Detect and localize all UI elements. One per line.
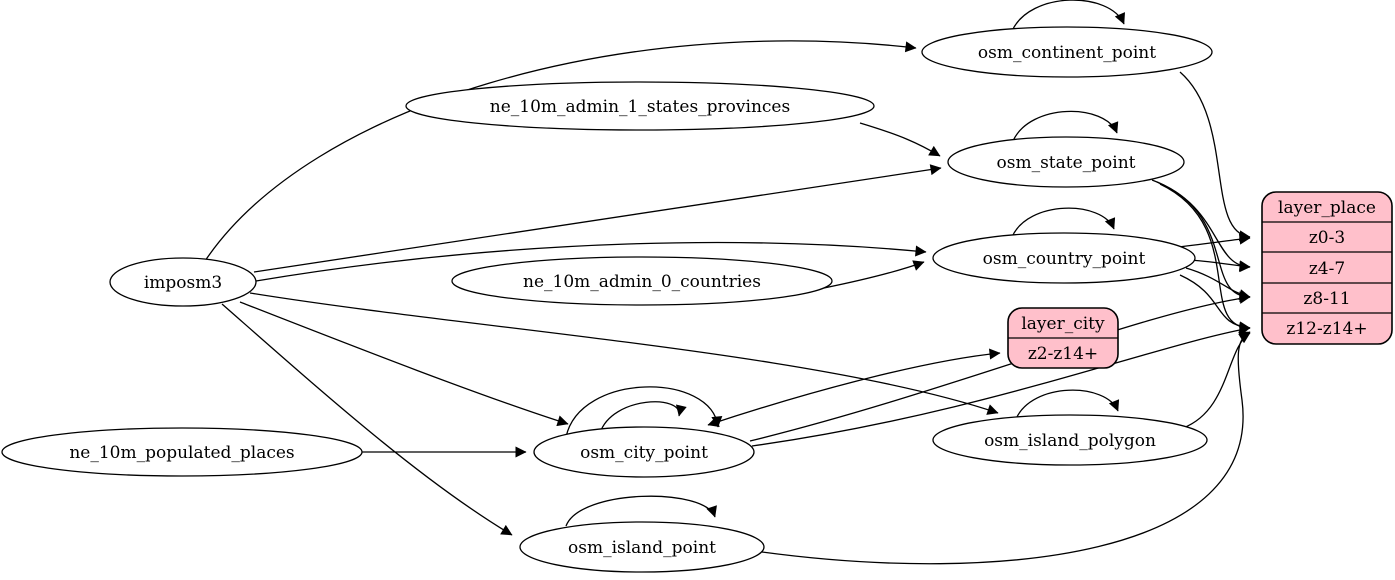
edge-ne_10m_admin_1_states_provinces-osm_state_point (859, 122, 941, 157)
edge-osm_city_point-layer_city-z2-z14 (707, 348, 1001, 427)
edge-imposm3-osm_city_point (239, 301, 569, 427)
edge-osm_state_point-layer_place-z12-z14 (1159, 183, 1251, 334)
osm_continent_point-shape (921, 26, 1213, 78)
node-ne_10m_admin_0_countries: ne_10m_admin_0_countries (451, 256, 833, 306)
node-osm_city_point: osm_city_point (533, 426, 755, 478)
osm_island_point-label: osm_island_point (568, 538, 716, 558)
edge-imposm3-osm_island_polygon (249, 292, 999, 415)
edge-ne_10m_admin_0_countries-osm_country_point (823, 260, 925, 289)
node-osm_country_point: osm_country_point (932, 232, 1196, 284)
edge-osm_state_point-layer_place-z8-11 (1156, 181, 1251, 303)
ne_10m_populated_places-label: ne_10m_populated_places (69, 443, 294, 463)
osm_island_polygon-label: osm_island_polygon (984, 431, 1156, 451)
layer_place-row-z8-11: z8-11 (1303, 289, 1350, 309)
osm_island_polygon-shape (932, 414, 1208, 466)
edge-imposm3-osm_country_point (255, 241, 927, 282)
node-osm_island_polygon: osm_island_polygon (932, 414, 1208, 466)
osm_country_point-label: osm_country_point (983, 249, 1146, 269)
edge-osm_island_point-layer_place-z12-z14 (761, 331, 1251, 565)
edge-osm_country_point-layer_place-z12-z14 (1179, 274, 1251, 333)
imposm3-shape (109, 257, 257, 307)
selfloop-osm_island_polygon (1015, 389, 1120, 420)
edge-imposm3-osm_island_point (221, 303, 513, 536)
osm_city_point-label: osm_city_point (580, 443, 708, 463)
ne_10m_admin_1_states_provinces-label: ne_10m_admin_1_states_provinces (490, 97, 790, 117)
node-osm_state_point: osm_state_point (947, 136, 1185, 188)
imposm3-label: imposm3 (144, 273, 222, 293)
selfloop-osm_country_point (1011, 207, 1116, 238)
ne_10m_admin_1_states_provinces-shape (405, 81, 875, 131)
node-ne_10m_admin_1_states_provinces: ne_10m_admin_1_states_provinces (405, 81, 875, 131)
osm_state_point-shape (947, 136, 1185, 188)
layer_place-row-z4-7: z4-7 (1309, 259, 1345, 279)
edge-imposm3-osm_continent_point (204, 40, 917, 262)
node-layer_place: layer_place z0-3 z4-7 z8-11 z12-z14+ (1261, 191, 1393, 345)
selfloop-osm_state_point (1012, 110, 1119, 142)
layer_place-row-z12-z14: z12-z14+ (1286, 319, 1367, 339)
edges (204, 0, 1251, 565)
osm_city_point-shape (533, 426, 755, 478)
ne_10m_populated_places-shape (1, 427, 363, 477)
osm_island_point-shape (519, 521, 765, 573)
layer_city-title: layer_city (1021, 314, 1105, 334)
edge-osm_country_point-layer_place-z4-7 (1189, 259, 1251, 272)
edge-osm_country_point-layer_place-z0-3 (1177, 233, 1251, 248)
osm_state_point-label: osm_state_point (997, 153, 1136, 173)
edge-osm_continent_point-layer_place-z0-3 (1179, 71, 1251, 242)
layer_place-title: layer_place (1278, 198, 1376, 218)
selfloop-osm_continent_point (1011, 0, 1125, 32)
ne_10m_admin_0_countries-shape (451, 256, 833, 306)
node-imposm3: imposm3 (109, 257, 257, 307)
osm_country_point-shape (932, 232, 1196, 284)
selfloop-osm_city_point-inner (599, 401, 687, 434)
node-osm_continent_point: osm_continent_point (921, 26, 1213, 78)
layer_place-row-z0-3: z0-3 (1309, 228, 1345, 248)
node-osm_island_point: osm_island_point (519, 521, 765, 573)
node-ne_10m_populated_places: ne_10m_populated_places (1, 427, 363, 477)
edge-osm_city_point-layer_place-z12-z14 (751, 324, 1251, 447)
layer_city-row-z2-z14: z2-z14+ (1028, 344, 1098, 364)
selfloop-osm_island_point (565, 495, 717, 527)
node-layer_city: layer_city z2-z14+ (1007, 307, 1119, 369)
osm_continent_point-label: osm_continent_point (978, 43, 1156, 63)
ne_10m_admin_0_countries-label: ne_10m_admin_0_countries (523, 272, 761, 292)
edge-imposm3-osm_state_point (253, 164, 942, 273)
layer_place-shape (1261, 191, 1393, 345)
